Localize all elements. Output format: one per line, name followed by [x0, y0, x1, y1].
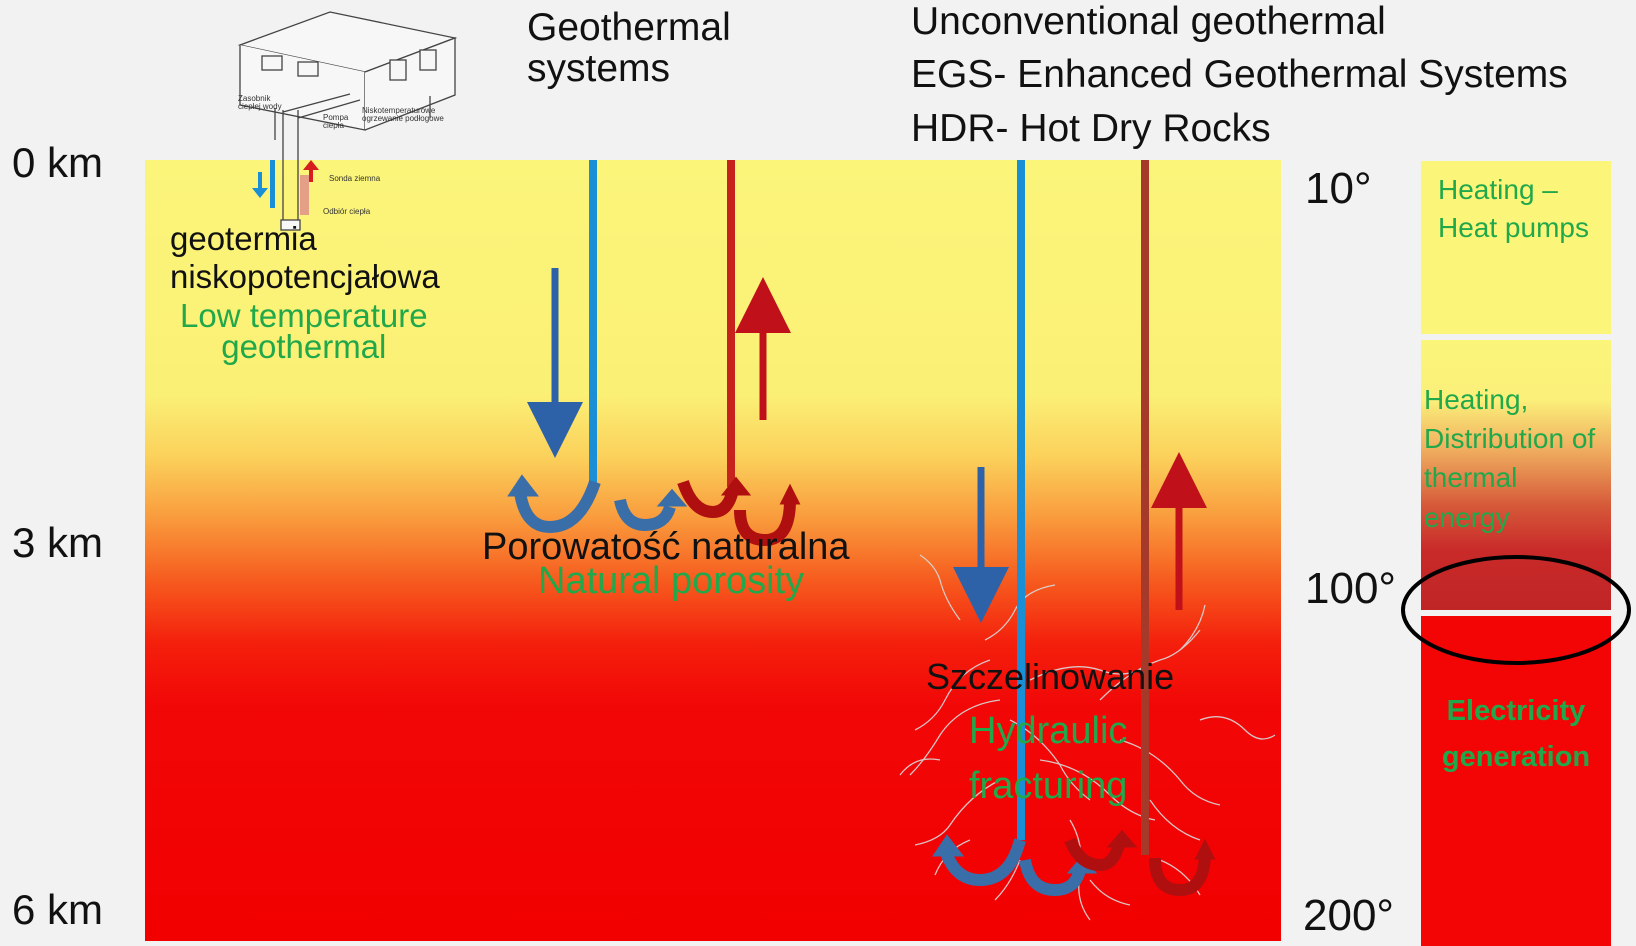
temperature-label-10: 10°	[1305, 164, 1372, 213]
fracturing-english-line2: fracturing	[969, 765, 1128, 808]
ground-cross-section	[145, 160, 1281, 941]
cold-injection-pipe-natural	[589, 160, 597, 487]
egs-heading: EGS- Enhanced Geothermal Systems	[911, 53, 1568, 96]
cold-injection-pipe-egs	[1017, 160, 1025, 840]
circulation-arrows-egs	[932, 829, 1216, 897]
natural-porosity-english-label: Natural porosity	[538, 560, 805, 602]
electricity-box: Electricity generation	[1421, 616, 1611, 946]
floor-label-line2: ogrzewanie podłogowe	[362, 114, 444, 124]
distribution-label-line4: energy	[1424, 501, 1510, 533]
hot-production-pipe-natural	[727, 160, 735, 487]
depth-label-6km: 6 km	[12, 886, 104, 933]
storage-label-line2: ciepłej wody	[238, 102, 282, 112]
heat-pumps-label-line2: Heat pumps	[1438, 211, 1589, 243]
geothermal-systems-heading: Geothermal systems	[527, 6, 731, 90]
distribution-label-line1: Heating,	[1424, 384, 1529, 415]
geothermal-heading-line1: Geothermal	[527, 6, 731, 49]
heat-pump-house-illustration	[237, 11, 458, 231]
electricity-threshold-ellipse	[1401, 555, 1631, 665]
hdr-heading: HDR- Hot Dry Rocks	[911, 107, 1271, 150]
pump-label-line2: ciepła	[323, 121, 344, 131]
circulation-arrows-natural	[507, 474, 801, 547]
distribution-label-line2: Distribution of	[1424, 423, 1596, 455]
hot-production-pipe-egs	[1141, 160, 1149, 855]
temperature-label-200: 200°	[1303, 891, 1395, 940]
temperature-label-100: 100°	[1305, 564, 1397, 613]
house-label-probe: Sonda ziemna	[329, 174, 381, 183]
house-label-pump: Pompa ciepła	[323, 113, 349, 131]
low-temp-polish-label: geotermia niskopotencjałowa	[170, 220, 440, 296]
depth-label-0km: 0 km	[12, 139, 104, 186]
low-temp-english-line2: geothermal	[221, 328, 387, 366]
floor-label-line1: Niskotemperaturowe	[362, 106, 436, 115]
low-temp-polish-line2: niskopotencjałowa	[170, 257, 440, 295]
storage-label-line1: Zasobnik	[238, 94, 271, 103]
electricity-label-line2: generation	[1441, 741, 1591, 774]
house-label-floor: Niskotemperaturowe ogrzewanie podłogowe	[362, 106, 444, 124]
fracturing-english-line1: Hydraulic	[969, 710, 1128, 752]
pump-label-line1: Pompa	[323, 113, 349, 122]
house-label-storage: Zasobnik ciepłej wody	[238, 94, 282, 112]
electricity-label-line1: Electricity	[1446, 695, 1586, 727]
natural-porosity-polish-label: Porowatość naturalna	[482, 526, 850, 568]
heat-pumps-label-line1: Heating –	[1438, 174, 1558, 205]
low-temp-polish-line1: geotermia	[170, 220, 317, 257]
geothermal-heading-line2: systems	[527, 46, 671, 90]
low-temp-english-line1: Low temperature	[180, 297, 428, 334]
ground-probe-flow	[252, 160, 319, 215]
house-label-heat: Odbiór ciepła	[323, 207, 371, 216]
fracturing-polish-label: Szczelinowanie	[926, 656, 1175, 697]
distribution-label-line3: thermal	[1424, 462, 1518, 494]
fracturing-english-label: Hydraulic fracturing	[969, 704, 1127, 814]
heat-pumps-box: Heating – Heat pumps	[1421, 161, 1611, 334]
low-temp-english-label: Low temperature geothermal	[180, 297, 428, 366]
unconventional-heading: Unconventional geothermal	[911, 0, 1386, 43]
depth-label-3km: 3 km	[12, 519, 104, 566]
